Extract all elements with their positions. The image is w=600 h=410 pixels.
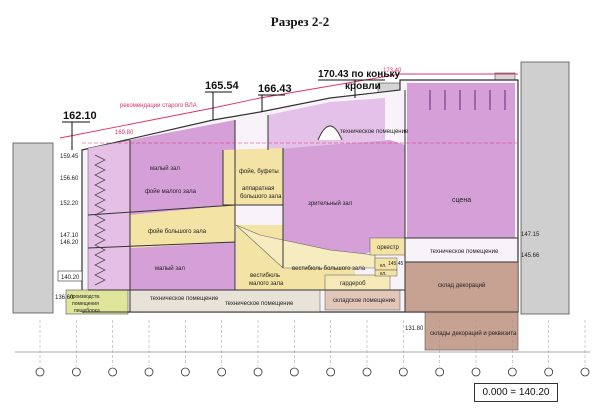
label-vestibule-big: вестибюль большого зала: [292, 266, 366, 272]
foyer-buffets-zone: [223, 148, 283, 205]
stage-zone: [407, 83, 515, 238]
label-mini-1: кл.: [380, 263, 387, 269]
label-tech-bottom: техническое помещение: [225, 301, 294, 307]
label-decor-props: склады декораций и реквизита: [430, 330, 517, 337]
label-orchestra: оркестр: [377, 245, 399, 251]
label-foyer-big: фойе большого зала: [148, 228, 207, 235]
zero-elevation-box: 0.000 = 140.20: [474, 383, 558, 402]
level-136: 136.60: [55, 295, 74, 301]
axis-bubble: [35, 367, 45, 377]
axis-bubble: [108, 367, 118, 377]
level-152: 152.20: [60, 201, 79, 207]
label-production-3: пищеблока: [74, 308, 100, 314]
level-156: 156.60: [60, 176, 79, 182]
label-decor-storage: склад декораций: [438, 282, 485, 289]
small-hall-lower-zone: [130, 242, 235, 290]
label-vestibule-small-1: вестибюль: [250, 273, 280, 279]
label-small-hall: малый зал: [150, 165, 180, 172]
structure-lines: [82, 90, 518, 313]
axis-bubble: [144, 367, 154, 377]
left-neighbor-building: [12, 142, 54, 314]
elev-170-line2: кровли: [345, 81, 381, 92]
level-146: 146.20: [60, 240, 79, 246]
axis-bubble: [253, 367, 263, 377]
label-scene: сцена: [452, 197, 471, 204]
axis-bubble: [580, 367, 590, 377]
production-zone: [65, 289, 129, 315]
level-140-box: [57, 270, 83, 282]
level-131: 131.80: [405, 326, 424, 332]
label-warehouse: складское помещение: [333, 298, 396, 304]
label-garderob: гардероб: [340, 281, 366, 287]
decor-props-zone: [424, 311, 519, 351]
elev-162: 162.10: [63, 110, 97, 122]
elev-pink-2: 169.80: [115, 130, 134, 136]
mini-room-2: [374, 269, 398, 277]
elevation-markers: [62, 79, 385, 150]
stage-rigging: [429, 90, 506, 110]
label-apparatnaya: аппаратная: [242, 186, 274, 192]
label-small-hall-2: малый зал: [155, 265, 185, 272]
label-foyer-buffets: фойе, буфеты: [239, 168, 279, 175]
level-140: 140.20: [61, 275, 80, 281]
axis-bubble: [398, 367, 408, 377]
label-tech-top: техническое помещение: [340, 129, 409, 135]
level-r145: 145.66: [521, 253, 540, 259]
right-neighbor-building: [520, 61, 570, 315]
auditorium-zone: [283, 140, 405, 268]
auditorium-rake: [235, 224, 376, 269]
foyer-big-zone: [130, 205, 235, 248]
level-147: 147.10: [60, 233, 79, 239]
small-hall-zone: [130, 120, 235, 215]
axis-bubble: [362, 367, 372, 377]
label-auditorium: зрительный зал: [308, 200, 353, 207]
label-foyer-small: фойе малого зала: [145, 188, 197, 195]
drawing-title: Разрез 2-2: [270, 14, 330, 29]
axis-bubble: [326, 367, 336, 377]
axis-bubble: [217, 367, 227, 377]
axis-bubble: [471, 367, 481, 377]
elev-pink-1: 173.40: [383, 68, 402, 74]
label-apparatnaya-2: большого зала: [240, 194, 282, 200]
elev-166: 166.43: [258, 83, 292, 95]
tech-top-zone: [268, 98, 385, 150]
level-r147: 147.15: [521, 232, 540, 238]
label-production-1: производств.: [70, 294, 100, 300]
label-mini-2: кл.: [380, 271, 387, 277]
grid-axes: [35, 320, 590, 377]
axis-bubble: [544, 367, 554, 377]
label-vestibule-small-2: малого зала: [249, 281, 284, 287]
elev-170-line1: 170.43 по коньку: [318, 69, 400, 80]
axis-bubble: [289, 367, 299, 377]
axis-bubble: [180, 367, 190, 377]
left-stairs: [94, 154, 106, 286]
elev-165: 165.54: [205, 80, 240, 92]
axis-bubble: [71, 367, 81, 377]
level-s145: 145.45: [388, 261, 404, 267]
level-159: 159.45: [60, 154, 79, 160]
auditorium-dome: [317, 125, 343, 141]
label-tech-right: техническое помещение: [430, 249, 499, 255]
recommendation-note: рекомендации старого ВЛА: [120, 103, 197, 109]
label-production-2: помещения: [72, 301, 99, 307]
label-tech-left: техническое помещение: [150, 296, 219, 302]
axis-bubble: [507, 367, 517, 377]
recommended-roof-line: [59, 73, 518, 139]
axis-bubble: [435, 367, 445, 377]
decor-storage-zone: [404, 261, 519, 313]
